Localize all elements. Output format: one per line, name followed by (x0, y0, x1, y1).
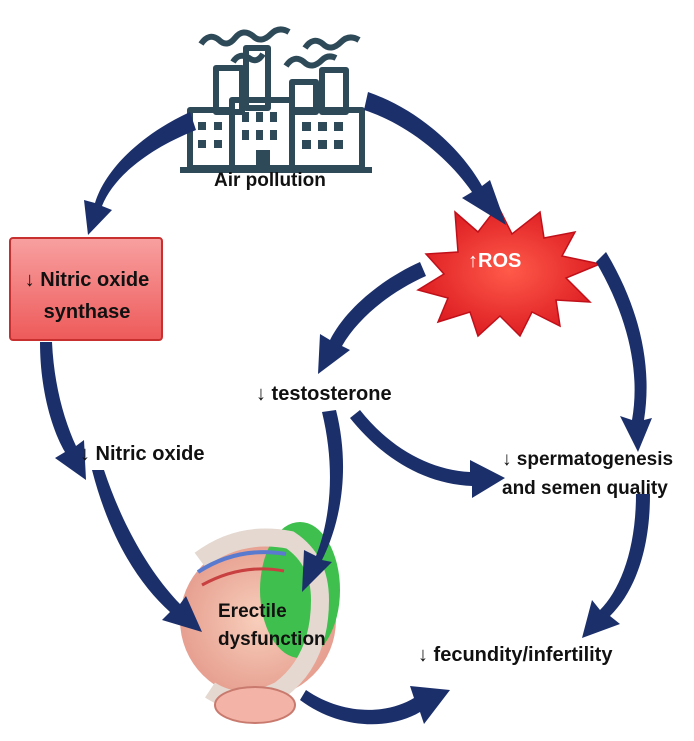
ros-label: ↑ROS (468, 250, 522, 272)
air-pollution-label: Air pollution (214, 170, 326, 191)
arrow-testo-to-ed (302, 410, 344, 592)
arrows (40, 92, 652, 725)
arrow-ros-to-sperm (596, 252, 652, 452)
factory-icon (180, 26, 372, 173)
arrow-air-to-nos (84, 112, 196, 235)
arrow-nos-to-no (40, 342, 86, 480)
nitric-oxide-synthase-box (9, 237, 163, 341)
arrow-no-to-ed (92, 470, 202, 632)
arrow-sperm-to-fec (582, 494, 650, 638)
arrow-air-to-ros (364, 92, 506, 225)
nitric-oxide-synthase-label: ↓ Nitric oxide synthase (24, 269, 150, 323)
nitric-oxide-label: ↓ Nitric oxide (80, 443, 205, 465)
testosterone-label: ↓ testosterone (256, 383, 392, 405)
arrow-ros-to-testo (318, 262, 426, 374)
fecundity-label: ↓ fecundity/infertility (418, 644, 613, 666)
starburst-icon (416, 204, 603, 338)
erectile-dysfunction-label: Erectile dysfunction (218, 601, 326, 650)
arrow-ed-to-fec (300, 686, 450, 725)
spermatogenesis-label: ↓ spermatogenesis and semen quality (502, 449, 674, 499)
penis-anatomy-illustration (180, 522, 340, 724)
factory-windows (198, 112, 343, 168)
arrow-testo-to-sperm (350, 410, 505, 498)
